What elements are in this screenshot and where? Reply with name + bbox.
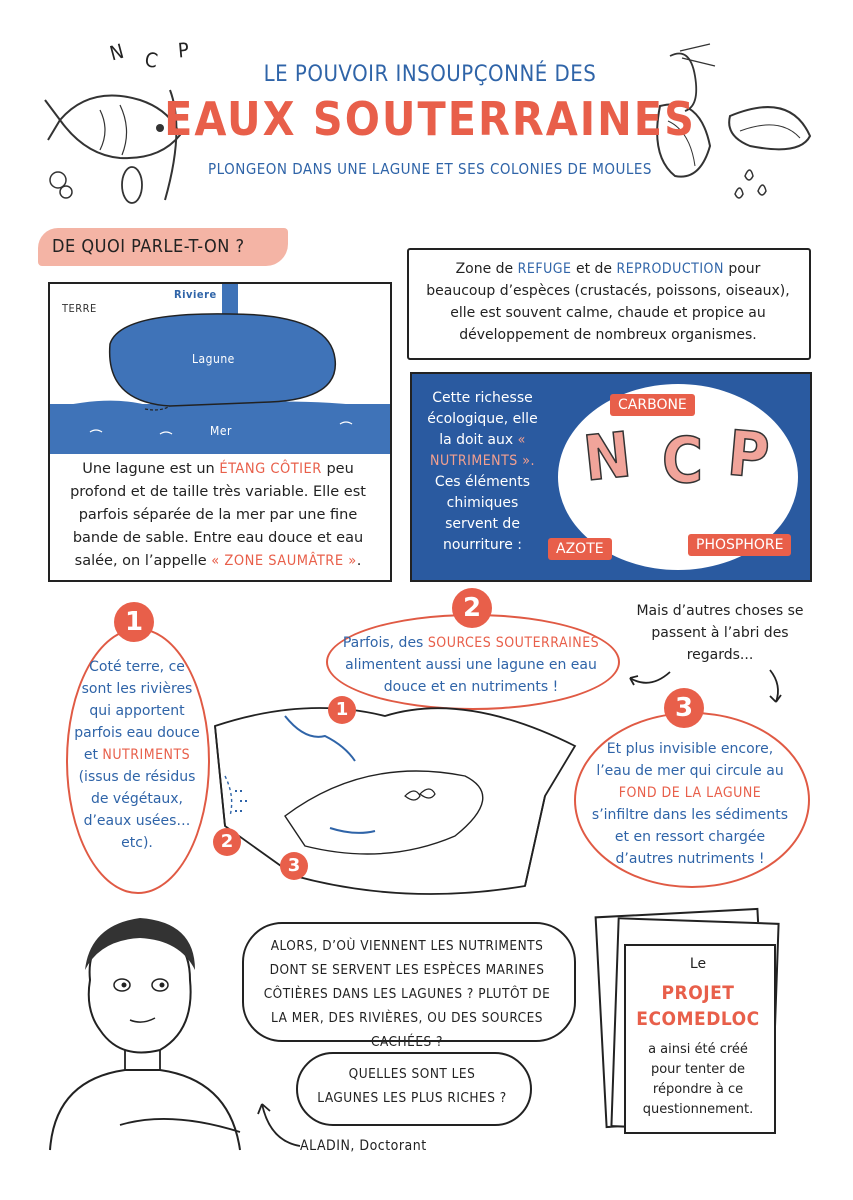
refuge-panel xyxy=(407,248,811,360)
fish-doodle-icon xyxy=(44,89,182,204)
highlight-sources: SOURCES SOUTERRAINES xyxy=(427,635,600,651)
text-part: Zone de xyxy=(455,261,518,277)
text-part: Coté terre, ce sont les rivières qui app… xyxy=(74,659,200,763)
lagune-label: Lagune xyxy=(192,352,235,366)
highlight-etang: ÉTANG CÔTIER xyxy=(219,461,322,477)
text-part: peu profond et de taille très variable. … xyxy=(70,461,366,569)
mussel-doodle-icon xyxy=(656,43,812,199)
bubble-rivers-text: Coté terre, ce sont les rivières qui app… xyxy=(74,656,200,854)
azote-tag: AZOTE xyxy=(548,538,612,560)
title-top: Le pouvoir insoupçonné des xyxy=(263,62,597,87)
project-document xyxy=(624,944,776,1134)
refuge-description: Zone de REFUGE et de REPRODUCTION pour b… xyxy=(420,258,796,346)
question-2-text: Quelles sont les lagunes les plus riches… xyxy=(317,1066,507,1106)
project-name-1: PROJET xyxy=(661,982,735,1004)
diagram-badge-2: 2 xyxy=(213,828,241,856)
nutrients-panel: N C P CARBONE AZOTE PHOSPHORE xyxy=(410,372,812,582)
letter-p: P xyxy=(724,416,773,494)
text-part: Et plus invisible encore, l’eau de mer q… xyxy=(596,741,784,779)
section-label: De quoi parle-t-on ? xyxy=(52,236,245,257)
carbone-tag: CARBONE xyxy=(610,394,695,416)
project-le: Le xyxy=(689,956,707,972)
badge-1: 1 xyxy=(114,602,154,642)
lagoon-block-diagram xyxy=(214,707,577,895)
mer-label: Mer xyxy=(210,424,232,438)
text-part: Une lagune est un xyxy=(82,461,220,477)
nutrients-description: Cette richesse écologique, elle la doit … xyxy=(420,388,545,556)
highlight-nutriments: « NUTRIMENTS ». xyxy=(430,432,535,469)
project-description: a ainsi été créé pour tenter de répondre… xyxy=(642,1042,754,1117)
terre-label: TERRE xyxy=(62,302,97,315)
character-name: ALADIN, Doctorant xyxy=(300,1138,427,1154)
bubble-sea-text: Et plus invisible encore, l’eau de mer q… xyxy=(590,738,790,870)
lagoon-panel: TERRE Riviere Lagune Mer xyxy=(48,282,392,582)
character-pointer-arrow-icon xyxy=(257,1103,301,1147)
text-part: . xyxy=(356,553,362,569)
text-part: s’infiltre dans les sédiments et en ress… xyxy=(591,807,789,867)
diagram-badge-1: 1 xyxy=(328,696,356,724)
text-part: alimentent aussi une lagune en eau douce… xyxy=(345,657,597,695)
diagram-badge-3: 3 xyxy=(280,852,308,880)
bubble-sources-text: Parfois, des SOURCES SOUTERRAINES alimen… xyxy=(340,632,602,698)
page-subtitle: Plongeon dans une lagune et ses colonies… xyxy=(207,160,653,178)
character-illustration-icon xyxy=(49,918,241,1151)
lagoon-diagram xyxy=(50,284,390,454)
aside-text: Mais d’autres choses se passent à l’abri… xyxy=(636,603,804,663)
bubble-sea xyxy=(574,712,810,888)
badge-2: 2 xyxy=(452,588,492,628)
text-part: Parfois, des xyxy=(342,635,428,651)
highlight-reproduction: REPRODUCTION xyxy=(616,261,724,277)
text-part: (issus de résidus de végétaux, d’eaux us… xyxy=(78,769,196,851)
badge-3: 3 xyxy=(664,688,704,728)
bubble-sources xyxy=(326,614,620,710)
question-bubble-1 xyxy=(242,922,576,1042)
letter-c: C xyxy=(661,423,704,498)
phosphore-tag: PHOSPHORE xyxy=(688,534,792,556)
text-part: Cette richesse écologique, elle la doit … xyxy=(427,390,538,448)
aside-arrows-icon xyxy=(629,669,782,703)
section-tag: De quoi parle-t-on ? xyxy=(38,228,288,266)
text-part: pour beaucoup d’espèces (crustacés, pois… xyxy=(426,261,790,343)
project-name-2: ECOMEDLOC xyxy=(636,1008,760,1030)
question-bubble-2 xyxy=(296,1052,532,1126)
letter-n: N xyxy=(580,417,636,496)
highlight-fond: FOND DE LA LAGUNE xyxy=(618,785,762,801)
highlight-refuge: REFUGE xyxy=(517,261,572,277)
highlight-saumatre: « ZONE SAUMÂTRE » xyxy=(211,553,357,569)
page-title: Eaux Souterraines xyxy=(164,92,696,146)
lagoon-description: Une lagune est un ÉTANG CÔTIER peu profo… xyxy=(60,458,376,573)
text-part: et de xyxy=(571,261,617,277)
text-part: Ces éléments chimiques servent de nourri… xyxy=(434,474,531,553)
deco-letter-p: P xyxy=(176,37,191,63)
riviere-label: Riviere xyxy=(174,288,217,301)
question-1-text: Alors, d’où viennent les nutriments dont… xyxy=(263,938,551,1050)
highlight-nutriments-2: NUTRIMENTS xyxy=(102,747,191,763)
